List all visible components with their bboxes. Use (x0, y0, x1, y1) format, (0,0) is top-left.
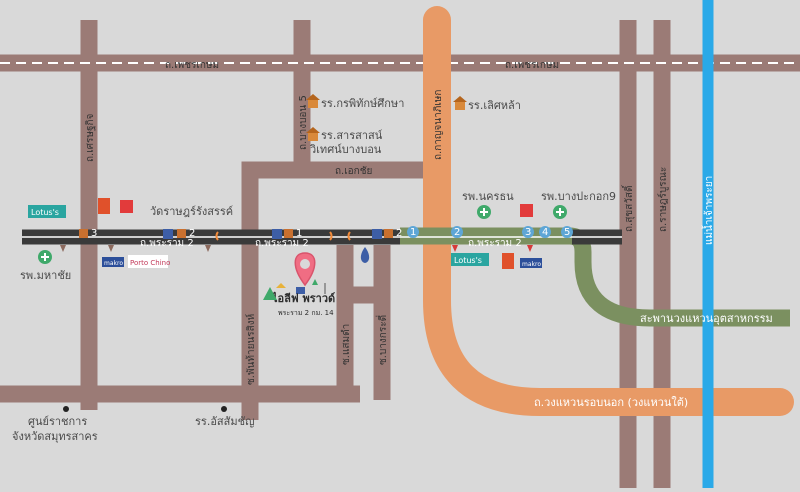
label-hosp-nakhon: รพ.นครธน (462, 190, 514, 203)
label-rama2-c: ถ.พระราม 2 (468, 238, 522, 249)
label-setthakit: ถ.เศรษฐกิจ (85, 113, 96, 162)
label-gov-center-line2: จังหวัดสมุทรสาคร (12, 430, 98, 443)
label-wat: วัดราษฎร์รังสรรค์ (150, 205, 233, 218)
label-saensuk: ซ.แสมดำ (341, 324, 352, 365)
badge-c (372, 229, 382, 239)
school-icon (306, 94, 320, 108)
hospital-cross (556, 208, 564, 216)
label-phanthai: ซ.พันท้ายนรสิงห์ (245, 314, 257, 385)
project-name: ไอลีฟ พราวด์ (270, 291, 335, 305)
brown-roads (0, 20, 800, 488)
school-icon (453, 96, 467, 110)
badge-c (163, 229, 173, 239)
hospital-cross (480, 208, 488, 216)
pointer-icon (205, 245, 211, 252)
hosp-pointers (452, 245, 533, 252)
store-icon (520, 204, 533, 217)
label-rama2-a: ถ.พระราม 2 (140, 238, 194, 249)
school-icon (306, 127, 320, 141)
pointer-icon (60, 245, 66, 252)
makro-left-text: makro (104, 260, 123, 267)
makro-right-text: makro (522, 261, 541, 268)
road-bridge (400, 227, 790, 327)
pointer-icon (527, 245, 533, 252)
marker-n5: 5 (564, 227, 570, 238)
marker-k1: 1 (296, 228, 302, 239)
label-kanchanaphisek: ถ.กาญจนาภิเษก (433, 90, 444, 160)
marker-k3: 3 (91, 228, 97, 239)
lotus-left-text: Lotus's (31, 208, 59, 217)
label-bangkradi: ซ.บางกระดี่ (375, 315, 389, 365)
label-school3: รร.เลิศหล้า (468, 99, 521, 112)
location-dot-icon (63, 406, 69, 412)
road-kanchanaphisek (423, 6, 794, 416)
label-gov-center-line1: ศูนย์ราชการ (28, 415, 87, 428)
label-school1: รร.กรพิทักษ์ศึกษา (321, 97, 404, 110)
u-turn-icon (215, 231, 219, 241)
store-icon (120, 200, 133, 213)
marker-box (177, 229, 186, 238)
label-hosp-mahachai: รพ.มหาชัย (20, 269, 71, 282)
marker-n4: 4 (542, 227, 548, 238)
label-bangbon5: ถ.บางบอน 5 (298, 95, 309, 150)
label-bridge: สะพานวงแหวนอุตสาหกรรม (640, 312, 773, 325)
badge-c (272, 229, 282, 239)
tree-icon (263, 287, 277, 300)
label-hosp-bangpakok: รพ.บางปะกอก9 (541, 190, 616, 203)
marker-k2b: 2 (396, 228, 402, 239)
label-river: แม่น้ำเจ้าพระยา (701, 176, 715, 245)
hospital-cross (41, 253, 49, 261)
label-school2-line1: รร.สารสาสน์ (321, 129, 383, 142)
label-phetkasem-right: ถ.เพชรเกษม (505, 60, 559, 71)
lotus-right-text: Lotus's (454, 256, 482, 265)
u-turn-icon (329, 231, 333, 241)
label-suksawat: ถ.สุขสวัสดิ์ (621, 184, 635, 232)
project-pin[interactable] (294, 252, 316, 287)
pointer-icon (108, 245, 114, 252)
marker-n1: 1 (410, 227, 416, 238)
label-school2-line2: วิเทศน์บางบอน (309, 143, 382, 156)
marker-box (284, 229, 293, 238)
project-sub: พระราม 2 กม. 14 (278, 309, 334, 317)
label-ekkachai: ถ.เอกชัย (335, 166, 372, 177)
label-phetkasem-left: ถ.เพชรเกษม (165, 60, 219, 71)
lotus-logo (451, 253, 489, 266)
makro-logo (520, 258, 542, 268)
label-ratburana: ถ.ราษฎร์บูรณะ (657, 167, 669, 232)
u-turns (215, 231, 351, 241)
porto-chino-text: Porto Chino (130, 259, 170, 267)
label-school-assumption: รร.อัสสัมชัญ (195, 415, 254, 428)
marker-k2a: 2 (189, 228, 195, 239)
lotus-logo (28, 205, 66, 218)
marker-n2: 2 (454, 227, 460, 238)
store-icon (98, 198, 110, 214)
marker-n3: 3 (525, 227, 531, 238)
store-icon (502, 253, 514, 269)
km-pointers (60, 245, 211, 252)
label-rama2-b: ถ.พระราม 2 (255, 238, 309, 249)
location-dot-icon (221, 406, 227, 412)
makro-logo (102, 257, 124, 267)
label-outer-ring: ถ.วงแหวนรอบนอก (วงแหวนใต้) (534, 396, 688, 409)
marker-box (79, 229, 88, 238)
pointer-icon (452, 245, 458, 252)
project-logo (276, 279, 326, 294)
u-turn-icon (347, 231, 351, 241)
gas-station-icon (360, 247, 370, 263)
marker-box (384, 229, 393, 238)
number-markers: 1 2 3 4 5 (407, 226, 573, 238)
porto-chino-logo (128, 255, 168, 268)
